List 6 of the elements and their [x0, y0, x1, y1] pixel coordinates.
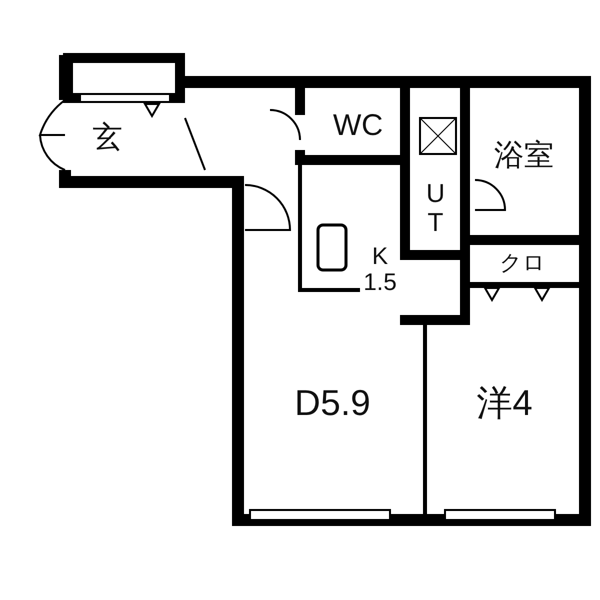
- room-label: クロ: [475, 246, 570, 280]
- room-label: 浴室: [470, 100, 578, 210]
- room-label: 玄: [80, 105, 135, 170]
- room-label: 洋4: [432, 340, 577, 465]
- room-label: WC: [312, 98, 404, 153]
- room-label: D5.9: [245, 340, 420, 465]
